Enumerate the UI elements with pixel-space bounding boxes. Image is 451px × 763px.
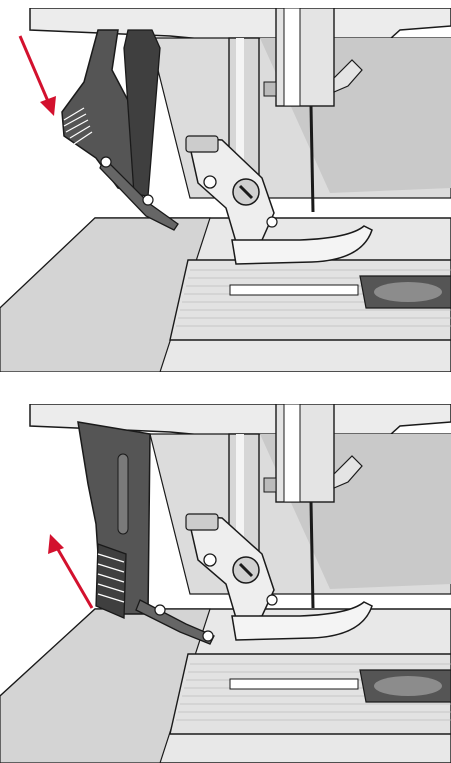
thumb-screw [186,136,218,152]
illustration-lever-up [0,404,451,763]
sewing-machine-drawing-top [0,8,451,372]
needle [311,502,313,608]
illustration-lever-down [0,8,451,372]
feed-slot [230,679,358,689]
thumb-screw [186,514,218,530]
sewing-machine-drawing-bottom [0,404,451,763]
feed-slot [230,285,358,295]
needle [311,106,313,212]
